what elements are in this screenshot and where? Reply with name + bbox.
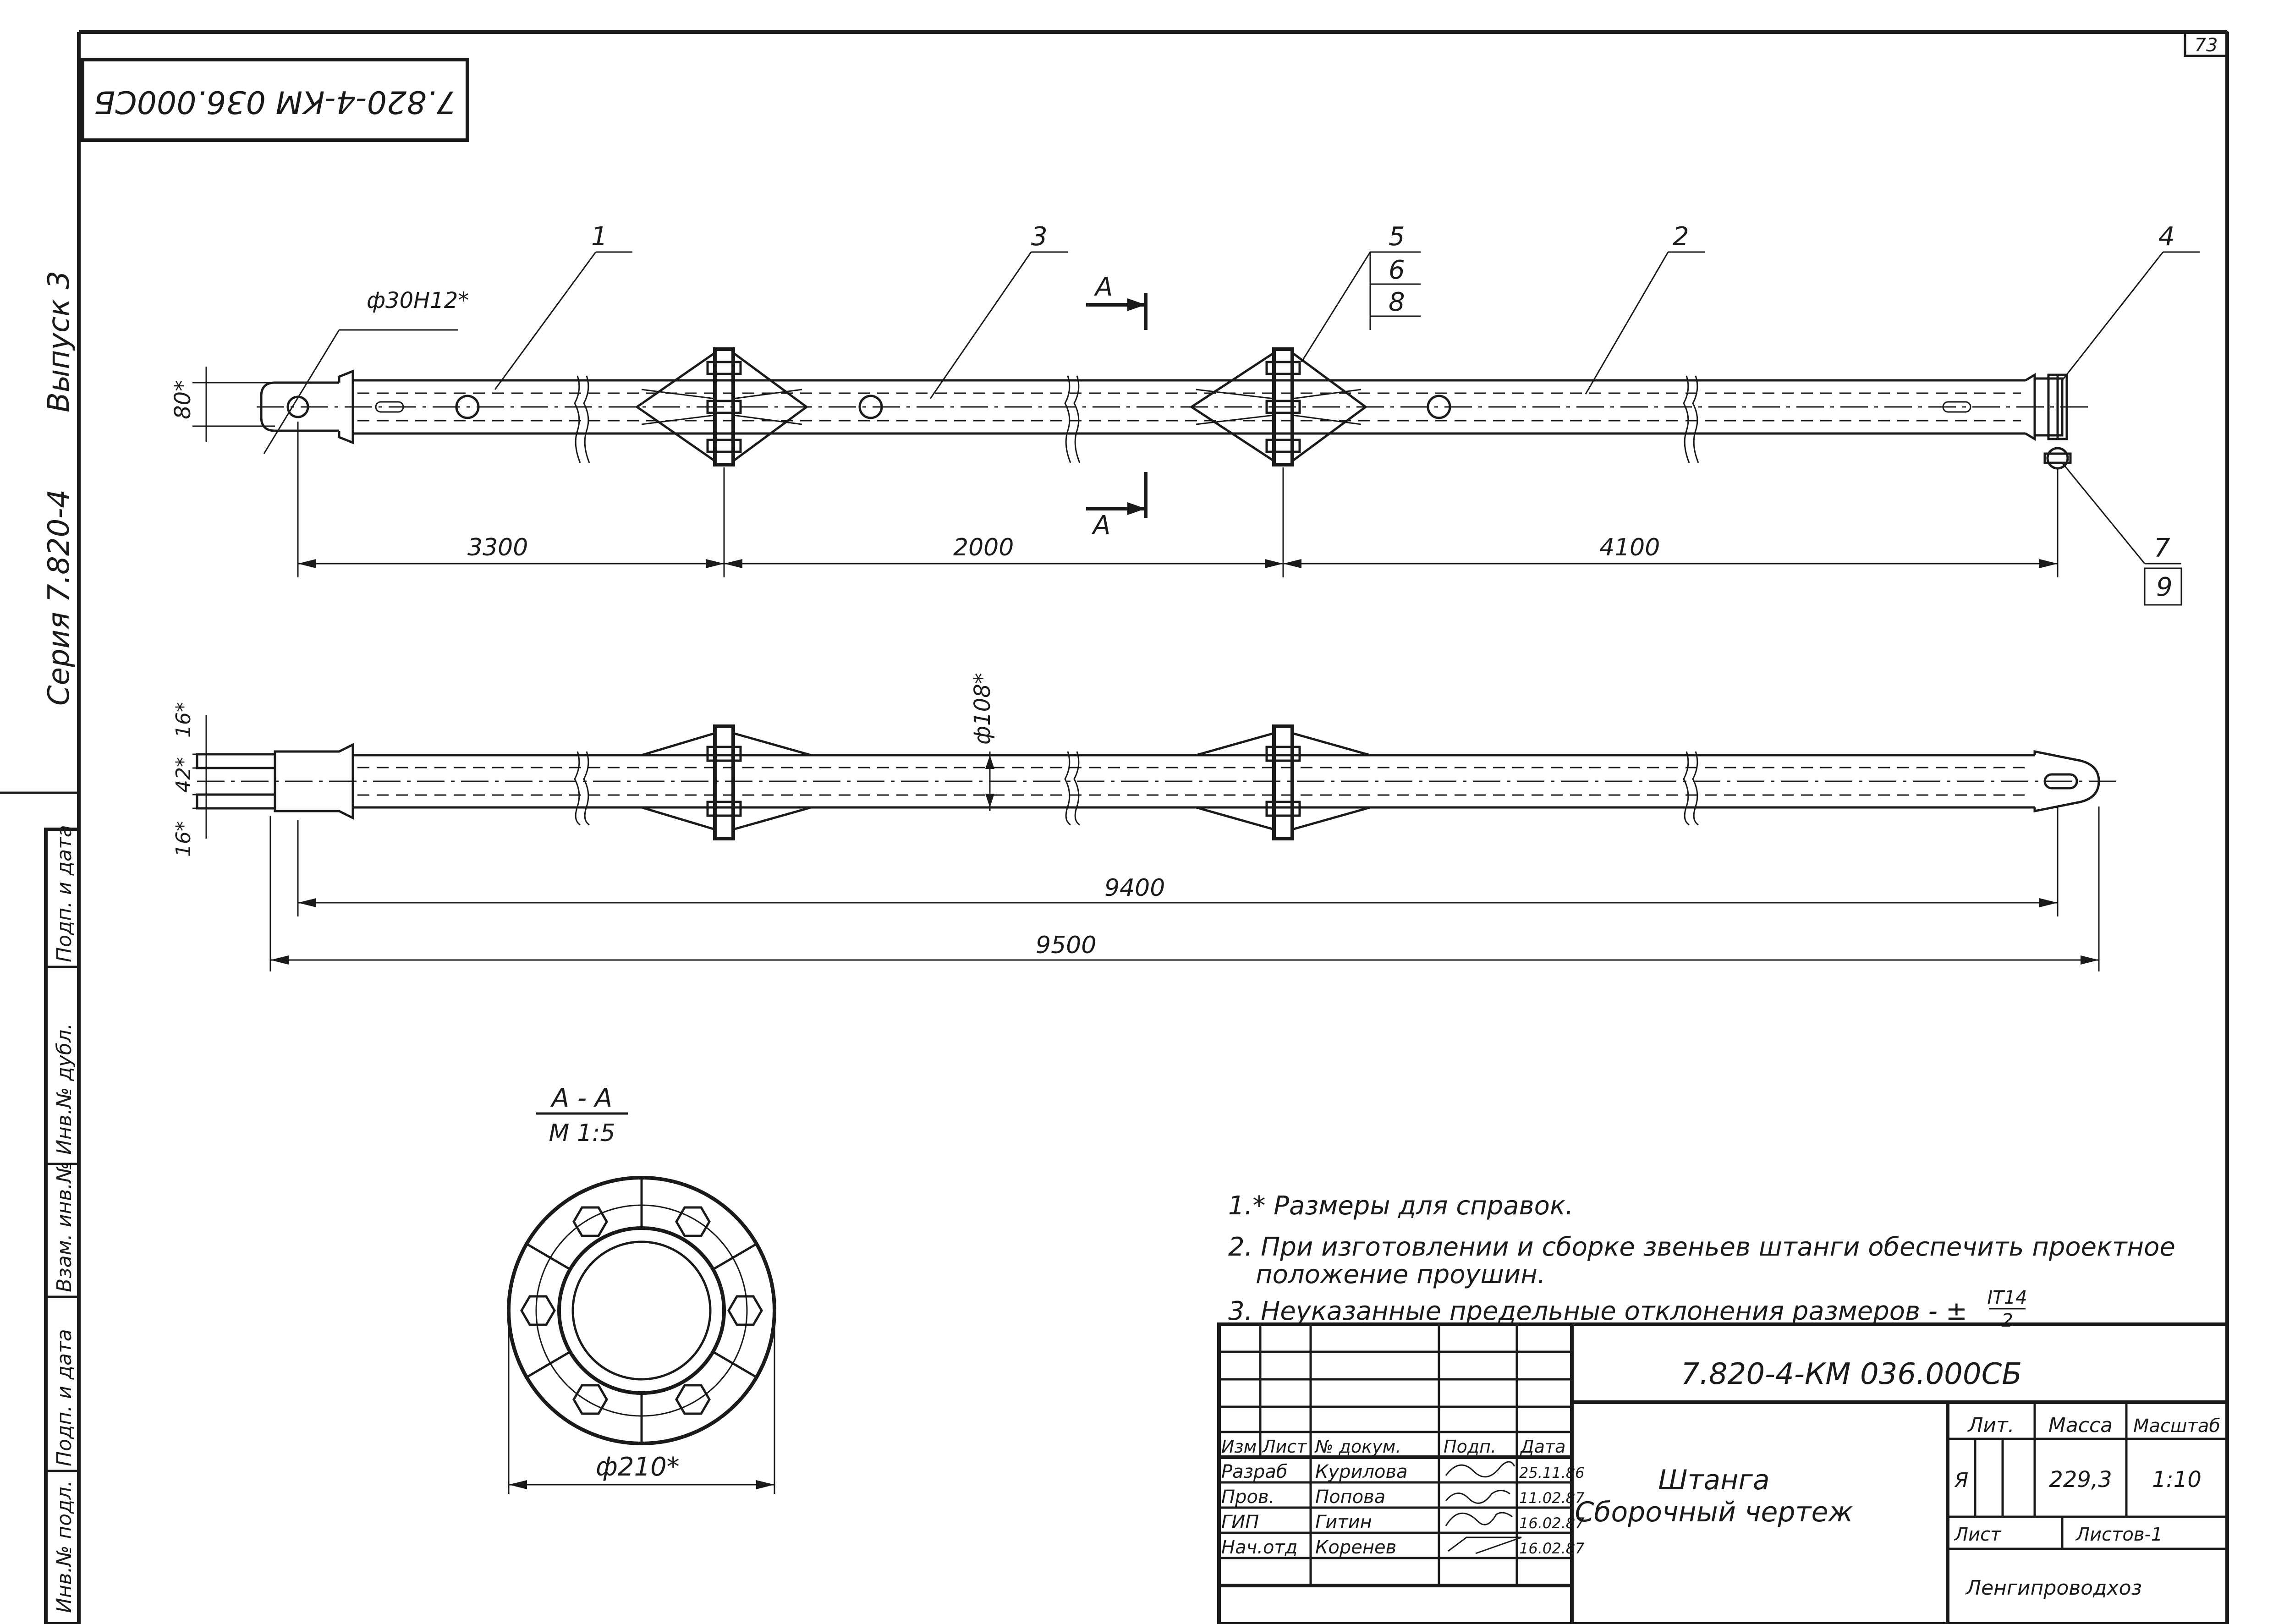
hdr-izm: Изм: [1221, 1437, 1257, 1457]
dim-80-text: 80*: [170, 380, 196, 419]
hdr-sign: Подп.: [1444, 1437, 1496, 1457]
sheets-label: Листов-1: [2075, 1524, 2163, 1545]
margin-text-4: Подп. и дата: [53, 1329, 76, 1466]
dim-42: 42*: [172, 757, 195, 793]
scale-value: 1:10: [2152, 1467, 2202, 1492]
issue-label: Выпуск 3: [42, 271, 76, 412]
section-marker-top: А: [1094, 272, 1113, 302]
dim-phi108-text: ф108*: [970, 673, 995, 745]
note-3: 3. Неуказанные предельные отклонения раз…: [1228, 1296, 1967, 1326]
section-title: А - А: [550, 1083, 612, 1113]
row-2-name: Попова: [1315, 1487, 1385, 1508]
sheet-label: Лист: [1954, 1524, 2002, 1545]
note-1: 1.* Размеры для справок.: [1228, 1191, 1574, 1221]
row-1-name: Курилова: [1315, 1461, 1408, 1482]
dim-9500: 9500: [1036, 932, 1096, 959]
callout-9: 9: [2156, 572, 2173, 602]
hdr-list: Лист: [1262, 1437, 1307, 1457]
row-2-date: 11.02.87: [1519, 1489, 1585, 1507]
lit-label: Лит.: [1967, 1414, 2014, 1437]
note-3-denominator: 2: [2001, 1310, 2013, 1331]
dim-2000: 2000: [953, 534, 1014, 561]
stamp-code-box: 7.820-4-КМ 036.000СБ: [81, 58, 469, 142]
row-2-role: Пров.: [1221, 1487, 1274, 1508]
row-3-role: ГИП: [1221, 1512, 1259, 1533]
dim-fork-stack: [192, 715, 275, 839]
rod-side-view: [196, 724, 2117, 840]
callout-8: 8: [1389, 287, 1405, 317]
callout-7: 7: [2154, 533, 2170, 563]
row-1-date: 25.11.86: [1519, 1464, 1585, 1481]
row-4-name: Коренев: [1315, 1537, 1396, 1558]
section-marker-bottom: А: [1092, 510, 1110, 540]
dim-16-top: 16*: [172, 702, 195, 738]
margin-text-3: Взам. инв.№: [53, 1162, 76, 1292]
signatures: [1445, 1461, 1522, 1554]
hole-dim: ф30Н12*: [367, 288, 469, 313]
dim-phi210: ф210*: [596, 1452, 680, 1482]
stamp-code-text: 7.820-4-КМ 036.000СБ: [94, 83, 456, 120]
note-2: 2. При изготовлении и сборке звеньев шта…: [1228, 1232, 2175, 1262]
mass-value: 229,3: [2049, 1467, 2112, 1492]
rod-top-view: [257, 347, 2090, 470]
note-2-cont: положение проушин.: [1256, 1260, 1546, 1289]
row-1-role: Разраб: [1221, 1461, 1287, 1482]
margin-text-2: Инв.№ дубл.: [53, 1023, 76, 1155]
dim-4100: 4100: [1599, 534, 1660, 561]
callout-3: 3: [1031, 222, 1048, 252]
dim-9400: 9400: [1104, 874, 1165, 902]
dim-80: [192, 367, 275, 442]
margin-text-5: Инв.№ подл.: [53, 1480, 76, 1613]
title-name-2: Сборочный чертеж: [1575, 1496, 1853, 1528]
sheet-number: 73: [2195, 35, 2218, 56]
left-margin-box: Подп. и дата Инв.№ дубл. Взам. инв.№ Под…: [44, 825, 81, 1624]
dim-phi108: [985, 752, 994, 811]
callout-6: 6: [1389, 255, 1405, 285]
title-block-frame: [1217, 1322, 2229, 1624]
title-code: 7.820-4-КМ 036.000СБ: [1681, 1357, 2022, 1391]
section-scale: М 1:5: [549, 1119, 615, 1147]
series-label: Серия 7.820-4: [42, 489, 76, 706]
section-marks: [1086, 293, 1147, 518]
dim-3300: 3300: [467, 534, 528, 561]
org-name: Ленгипроводхоз: [1965, 1576, 2142, 1600]
lit-value: Я: [1954, 1469, 1969, 1492]
row-3-name: Гитин: [1315, 1512, 1372, 1533]
mass-label: Масса: [2048, 1414, 2113, 1437]
dim-overall: [269, 807, 2100, 971]
flange-joint-left: [635, 347, 809, 466]
notes: 1.* Размеры для справок. 2. При изготовл…: [1228, 1191, 2175, 1331]
title-name-1: Штанга: [1658, 1464, 1769, 1496]
row-3-date: 16.02.87: [1519, 1514, 1585, 1532]
row-4-role: Нач.отд: [1221, 1537, 1297, 1558]
top-view-callouts: [263, 251, 2200, 606]
margin-text-1: Подп. и дата: [53, 825, 76, 962]
callout-1: 1: [591, 222, 608, 252]
hdr-date: Дата: [1520, 1437, 1565, 1457]
row-4-date: 16.02.87: [1519, 1540, 1585, 1557]
note-3-numerator: IT14: [1987, 1287, 2027, 1308]
flange-joint-right: [1189, 347, 1368, 466]
hdr-doc: № докум.: [1314, 1437, 1401, 1457]
scale-label: Масштаб: [2133, 1416, 2220, 1437]
callout-5: 5: [1389, 222, 1405, 252]
callout-4: 4: [2158, 222, 2175, 252]
flange-section: [507, 1176, 776, 1494]
dim-16-bottom: 16*: [172, 821, 195, 857]
callout-2: 2: [1673, 222, 1689, 252]
dim-chain-top: [297, 422, 2059, 577]
